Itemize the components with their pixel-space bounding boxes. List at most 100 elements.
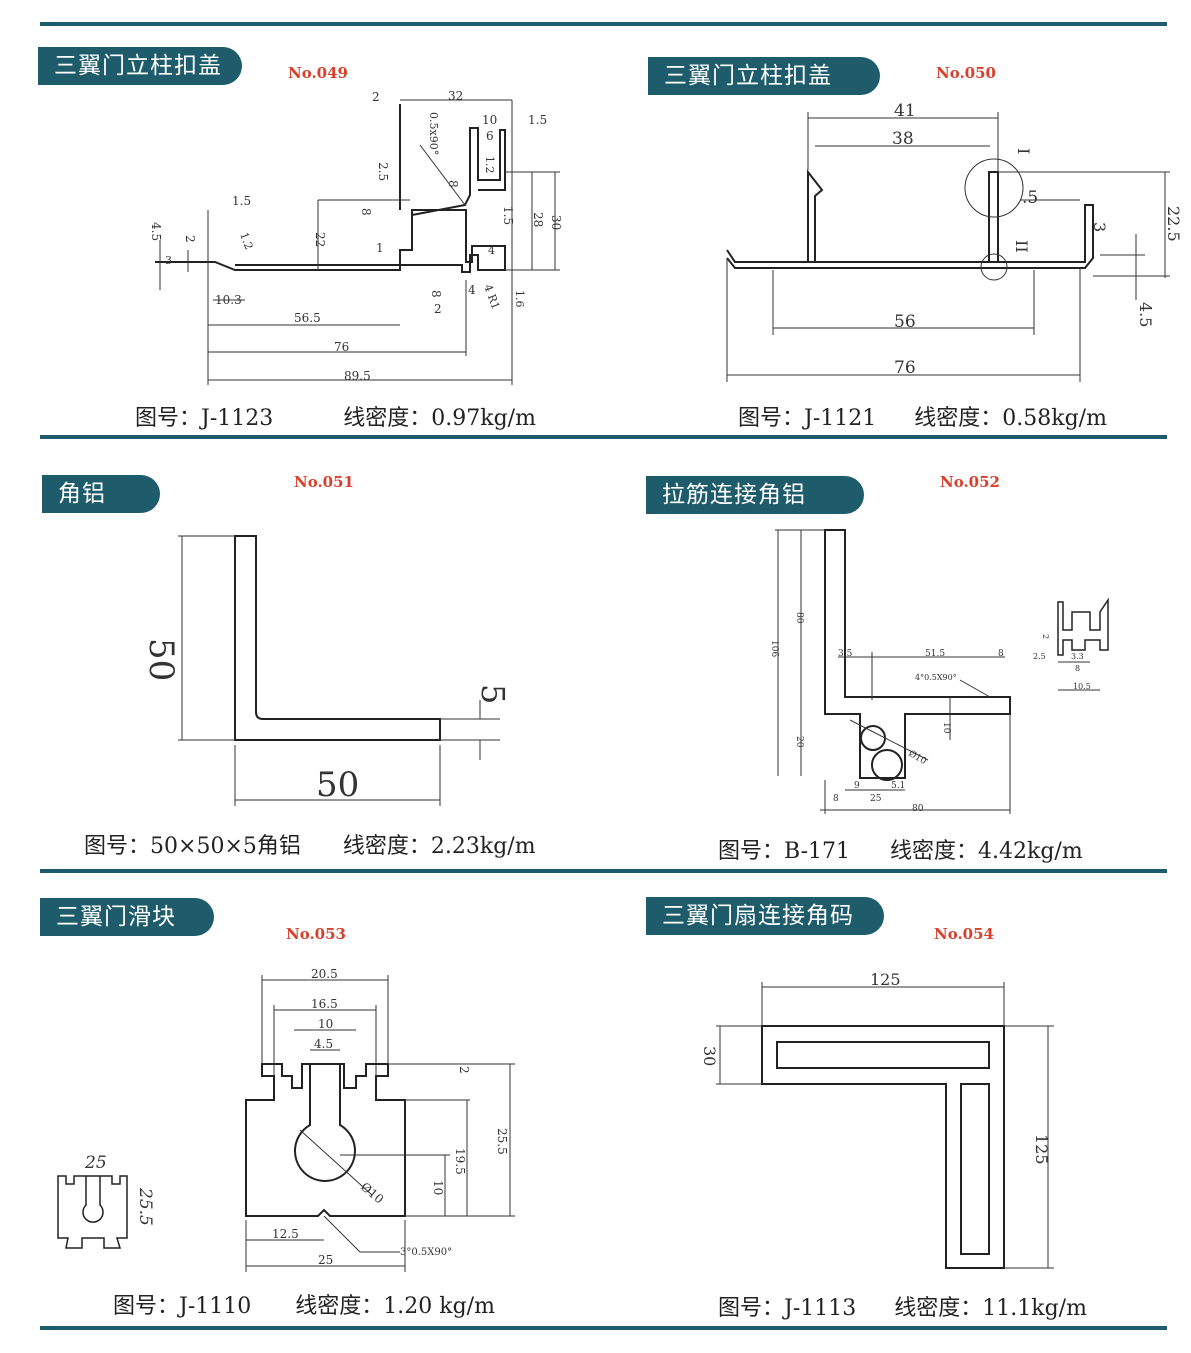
panel-050-density: 0.58kg/m xyxy=(1002,406,1107,431)
dim-053-chamfer: 3°0.5X90° xyxy=(400,1247,452,1258)
dim-050-3: 3 xyxy=(1090,222,1109,232)
panel-052-drawing-label: 图号： xyxy=(718,839,785,864)
panel-053-number: No.053 xyxy=(286,925,346,943)
panel-052-drawing: 106 80 3.5 51.5 8 4°0.5X90° 10 20 Ø10 9 … xyxy=(769,529,1109,814)
panel-051-title: 角铝 xyxy=(42,475,160,513)
dim-051-5: 5 xyxy=(474,684,512,704)
dim-054-125-side: 125 xyxy=(1032,1134,1051,1165)
panel-051-caption: 图号：50×50×5角铝 线密度：2.23kg/m xyxy=(84,828,536,860)
dim-053-25.5: 25.5 xyxy=(495,1128,509,1155)
panel-051-drawing-no: 50×50×5角铝 xyxy=(150,834,301,859)
panel-051-number: No.051 xyxy=(294,473,354,491)
panel-054-density: 11.1kg/m xyxy=(982,1296,1087,1321)
dim-053-16.5: 16.5 xyxy=(311,997,338,1011)
dim-050-II: II xyxy=(1012,240,1031,253)
dim-049-2c: 2 xyxy=(434,302,442,316)
panel-050-number: No.050 xyxy=(936,64,996,82)
dim-049-89.5: 89.5 xyxy=(344,369,371,383)
panel-052-drawing-no: B-171 xyxy=(784,839,851,864)
dim-054-125-top: 125 xyxy=(870,970,901,989)
dim-054-30: 30 xyxy=(700,1046,719,1066)
dim-050-76: 76 xyxy=(894,358,916,378)
dim-049-1.5b: 1.5 xyxy=(501,206,515,225)
dim-050-56: 56 xyxy=(894,312,916,332)
panel-049-drawing: 2 32 0.5x90° 10 1.5 6 1.2 2.5 8 8 1.5 28… xyxy=(149,89,563,385)
dim-049-56.5: 56.5 xyxy=(294,311,321,325)
dim-053-10-side: 10 xyxy=(431,1180,445,1195)
panel-052-number: No.052 xyxy=(940,473,1000,491)
row1-rule xyxy=(40,435,1167,439)
panel-053-density-label: 线密度： xyxy=(295,1294,384,1319)
panel-050-title: 三翼门立柱扣盖 xyxy=(648,57,880,95)
dim-052-chamfer: 4°0.5X90° xyxy=(915,673,957,682)
panel-052-caption: 图号：B-171 线密度：4.42kg/m xyxy=(718,833,1083,865)
dim-052-3.5: 3.5 xyxy=(838,649,853,659)
panel-049-drawing-label: 图号： xyxy=(135,406,202,431)
dim-053-19.5: 19.5 xyxy=(453,1148,467,1175)
dim-049-1.2a: 1.2 xyxy=(483,156,496,174)
panel-052-density: 4.42kg/m xyxy=(978,839,1083,864)
panel-053-caption: 图号：J-1110 线密度：1.20 kg/m xyxy=(113,1288,495,1320)
panel-049-title: 三翼门立柱扣盖 xyxy=(38,47,242,85)
dim-052-inset-8: 8 xyxy=(1075,664,1080,673)
panel-049-number: No.049 xyxy=(288,64,348,82)
dim-049-10.3: 10.3 xyxy=(215,293,242,307)
panel-054-density-label: 线密度： xyxy=(894,1296,983,1321)
panel-054-title: 三翼门扇连接角码 xyxy=(646,897,884,935)
dim-052-8-top: 8 xyxy=(998,649,1004,659)
dim-049-1: 1 xyxy=(376,241,384,255)
dim-052-51.5: 51.5 xyxy=(925,649,945,659)
dim-052-8-bottom: 8 xyxy=(833,794,839,804)
dim-053-small-25: 25 xyxy=(84,1153,107,1173)
panel-050-drawing-label: 图号： xyxy=(738,406,805,431)
dim-050-22.5: 22.5 xyxy=(1164,206,1183,242)
dim-049-2b: 2 xyxy=(183,235,197,243)
dim-053-12.5: 12.5 xyxy=(272,1227,299,1241)
panel-051-drawing: 50 5 50 xyxy=(141,535,512,806)
panel-051-drawing-label: 图号： xyxy=(84,834,151,859)
dim-049-3: 3 xyxy=(165,254,172,267)
panel-052-density-label: 线密度： xyxy=(890,839,979,864)
dim-049-28: 28 xyxy=(531,212,545,227)
dim-052-5.1: 5.1 xyxy=(891,781,905,791)
dim-052-9: 9 xyxy=(854,781,860,791)
dim-049-30: 30 xyxy=(549,215,563,230)
dim-049-4a: 4 xyxy=(488,244,495,257)
dim-053-2: 2 xyxy=(457,1066,471,1074)
dim-052-106: 106 xyxy=(769,640,779,657)
panel-050-drawing: 41 38 I .5 22.5 3 II 56 4.5 76 xyxy=(726,101,1183,382)
dim-049-22: 22 xyxy=(313,232,327,247)
dim-049-2a: 2 xyxy=(372,90,380,104)
panel-050-density-label: 线密度： xyxy=(914,406,1003,431)
dim-049-1.5a: 1.5 xyxy=(528,113,547,127)
dim-050-41: 41 xyxy=(894,101,916,121)
dim-052-inset-3.3: 3.3 xyxy=(1071,652,1084,661)
dim-052-10: 10 xyxy=(941,722,951,734)
dim-049-1.2b: 1.2 xyxy=(237,231,255,252)
dim-049-1.6: 1.6 xyxy=(513,290,526,308)
top-rule xyxy=(40,22,1167,26)
dim-049-10: 10 xyxy=(482,113,497,127)
dim-052-80-horizontal: 80 xyxy=(912,804,924,814)
dim-052-20: 20 xyxy=(794,736,804,748)
panel-054-drawing-label: 图号： xyxy=(718,1296,785,1321)
dim-053-25-bottom: 25 xyxy=(318,1253,333,1267)
dim-052-inset-10.5: 10.5 xyxy=(1073,682,1091,691)
panel-051-density-label: 线密度： xyxy=(342,834,431,859)
panel-053-drawing: 20.5 16.5 10 4.5 2 25.5 19.5 10 Ø10 12.5… xyxy=(57,967,515,1272)
dim-050-I: I xyxy=(1014,148,1033,154)
panel-050-drawing-no: J-1121 xyxy=(804,406,877,431)
dim-052-inset-2.5: 2.5 xyxy=(1033,652,1046,661)
dim-049-6: 6 xyxy=(486,129,494,143)
row2-rule xyxy=(40,869,1167,873)
dim-053-20.5: 20.5 xyxy=(311,967,338,981)
dim-049-8c: 8 xyxy=(429,290,443,298)
dim-049-32: 32 xyxy=(448,89,463,103)
panel-054-drawing: 125 30 125 xyxy=(700,970,1054,1269)
dim-052-inset-2: 2 xyxy=(1041,634,1050,639)
dim-053-small-25.5: 25.5 xyxy=(135,1187,155,1226)
panel-053-density: 1.20 kg/m xyxy=(383,1294,495,1319)
dim-049-2.5: 2.5 xyxy=(376,162,390,181)
panel-049-caption: 图号：J-1123 线密度：0.97kg/m xyxy=(135,400,536,432)
dim-052-25: 25 xyxy=(870,794,882,804)
